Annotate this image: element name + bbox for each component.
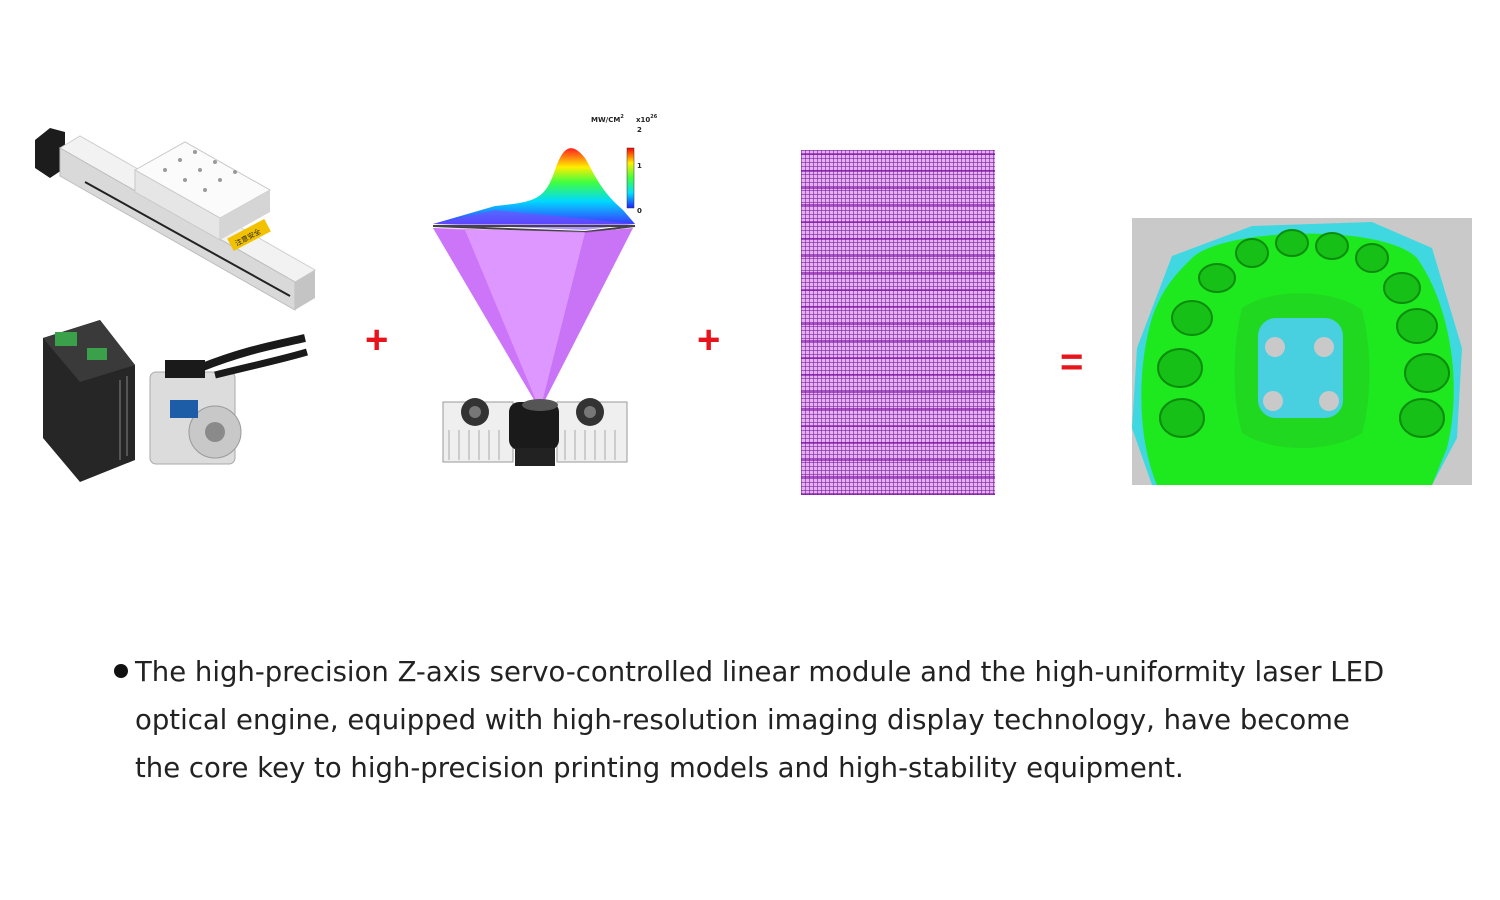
- description-bullet: The high-precision Z-axis servo-controll…: [110, 648, 1400, 792]
- display-mesh-image: [801, 150, 995, 495]
- scale-label: x10: [636, 116, 650, 124]
- equals-operator: =: [1060, 340, 1084, 384]
- bullet-dot-icon: [114, 664, 128, 678]
- colorbar-tick-mid: 1: [637, 162, 642, 170]
- svg-text:MW/CM2: MW/CM2: [591, 114, 624, 124]
- scale-superscript: 26: [650, 114, 657, 120]
- optical-engine-image: MW/CM2 x1026 2 1 0: [432, 114, 658, 466]
- unit-label: MW/CM: [591, 116, 620, 124]
- plus-operator: +: [365, 318, 389, 362]
- description-text: The high-precision Z-axis servo-controll…: [135, 656, 1385, 784]
- plus-operator: +: [697, 318, 721, 362]
- svg-text:x1026: x1026: [636, 114, 658, 124]
- unit-superscript: 2: [620, 114, 624, 120]
- colorbar-tick-top: 2: [637, 126, 642, 134]
- colorbar-tick-bottom: 0: [637, 207, 642, 215]
- linear-module-image: 注意安全: [35, 128, 316, 482]
- dental-scan-image: [1132, 218, 1472, 485]
